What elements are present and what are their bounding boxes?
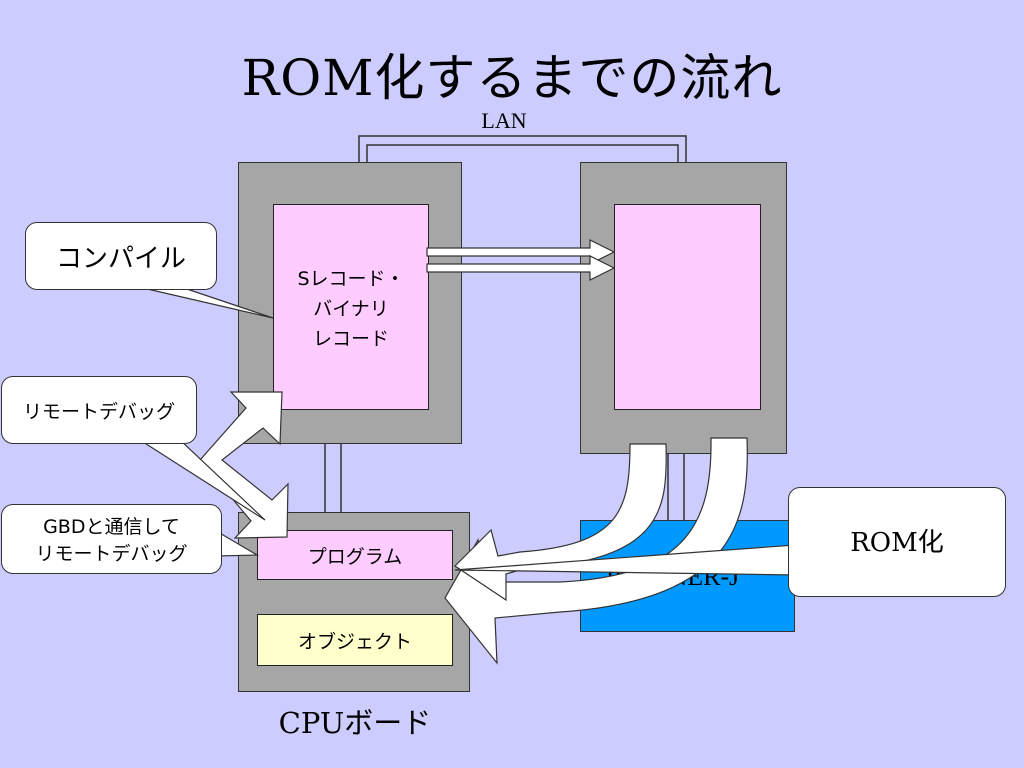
rom-arrow-inner [454,443,667,602]
transferred-file [614,204,761,410]
gbd-callout-line2: リモートデバッグ [35,543,188,565]
remote-debug-arrow [199,391,289,539]
program-box: プログラム [257,530,453,580]
rom-callout: ROM化 [788,487,1006,597]
transfer-arrow-2 [426,255,616,281]
page-title: ROM化するまでの流れ [241,49,783,107]
remote-debug-callout: リモートデバッグ [1,376,197,444]
object-box: オブジェクト [257,614,453,666]
gbd-callout: GBDと通信して リモートデバッグ [1,504,222,574]
transfer-arrow-1 [426,239,616,265]
lan-cable [358,135,687,162]
lan-label: LAN [481,108,527,133]
cpu-board-label: CPUボード [278,706,432,740]
rom-arrow-outer [444,437,748,665]
compile-callout: コンパイル [25,222,217,290]
s-record-file [273,204,429,410]
s-record-file-label: Sレコード・ バイナリ レコード [297,268,405,350]
gbd-callout-line1: GBDと通信して [43,516,180,538]
